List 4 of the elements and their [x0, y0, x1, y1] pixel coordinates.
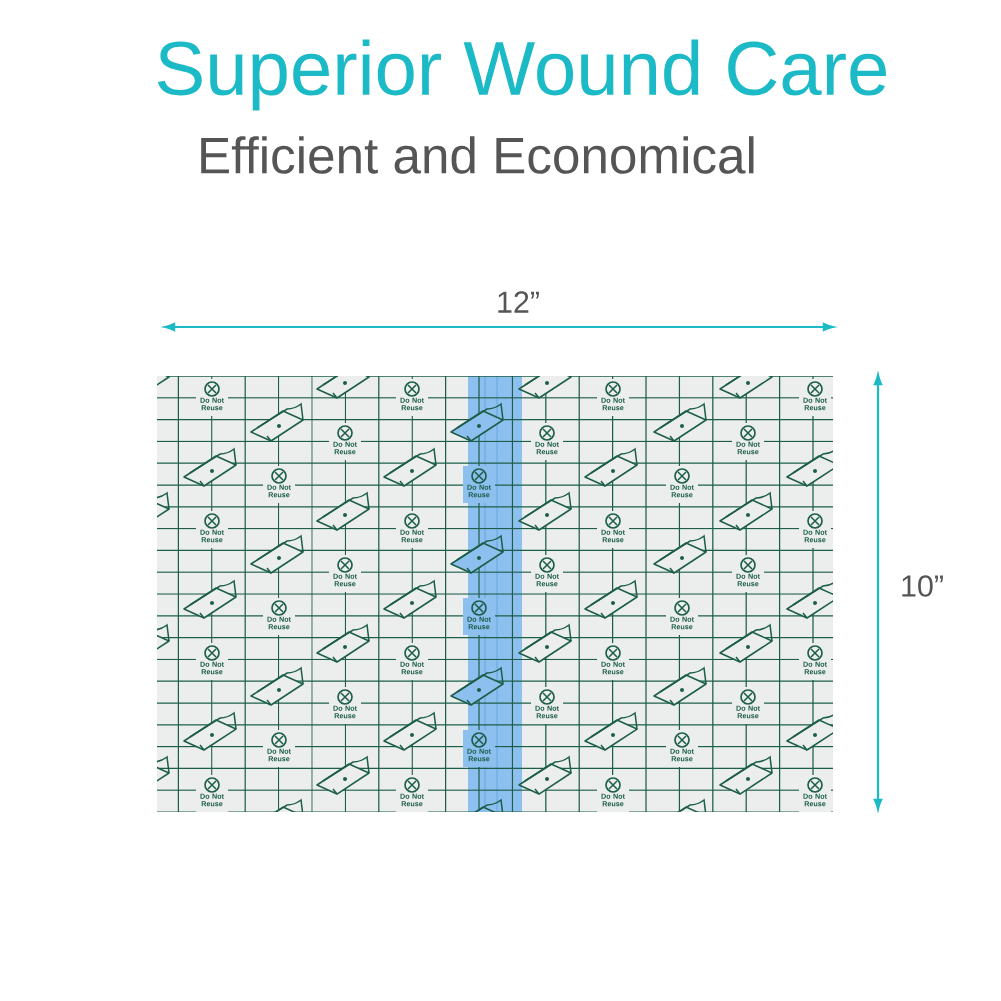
title: Superior Wound Care	[157, 39, 886, 111]
dimension-label: 10”	[902, 575, 943, 597]
dimension-label: 12”	[498, 291, 539, 313]
subtitle: Efficient and Economical	[201, 136, 754, 174]
